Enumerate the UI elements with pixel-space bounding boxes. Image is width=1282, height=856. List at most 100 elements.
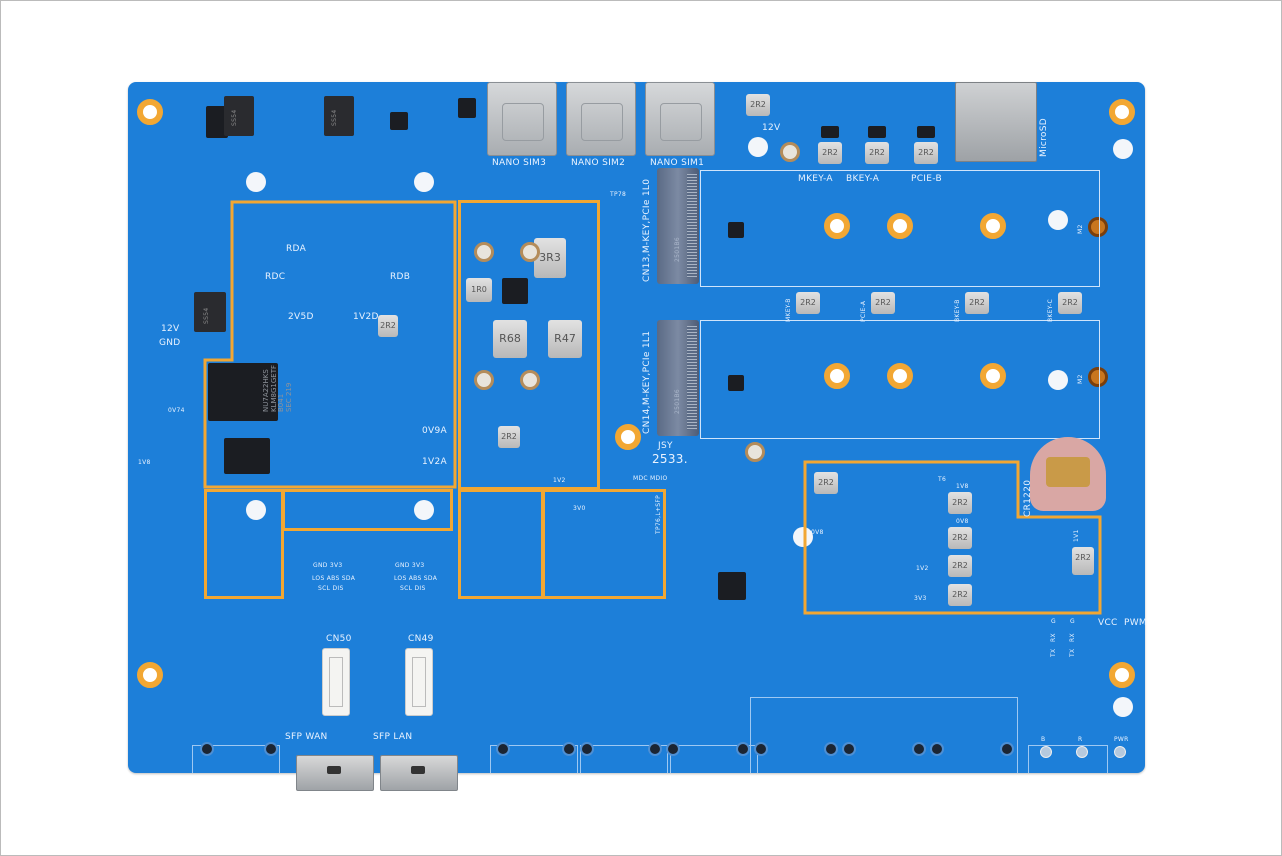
port-pin	[1000, 742, 1014, 756]
label-bkey-c: BKEY-C	[1047, 299, 1054, 322]
port-pin	[562, 742, 576, 756]
via-hole	[1113, 697, 1133, 717]
cr1220-battery-holder	[1030, 437, 1106, 511]
port-pin	[200, 742, 214, 756]
label-gnd-in: GND	[159, 338, 181, 348]
screw	[745, 442, 765, 462]
emmc-chip	[208, 363, 278, 421]
ethernet-port[interactable]	[1028, 745, 1108, 773]
ethernet-port[interactable]	[490, 745, 578, 773]
label-1v8: 1V8	[138, 459, 151, 466]
label-vcc: VCC	[1098, 618, 1118, 628]
m2-connector-cn14[interactable]	[657, 320, 699, 436]
power-shield	[458, 200, 600, 490]
nano-sim1-slot[interactable]	[645, 82, 715, 156]
sfp-wan-port[interactable]	[296, 755, 374, 791]
inductor: 2R2	[1072, 547, 1094, 575]
ethernet-port[interactable]	[192, 745, 280, 773]
cn49-connector[interactable]	[405, 648, 433, 716]
regulator-ic	[502, 278, 528, 304]
label-sfp-wan: SFP WAN	[285, 732, 328, 742]
label-rx: RX	[1050, 633, 1057, 642]
ic	[458, 98, 476, 118]
label-0v8: 0V8	[811, 529, 824, 536]
label-mdio: MDIO	[650, 475, 668, 482]
ic	[728, 375, 744, 391]
label-los-abs-sda: LOS ABS SDA	[394, 575, 438, 582]
label-1v2a: 1V2A	[422, 457, 447, 467]
screw	[520, 370, 540, 390]
label-m2: M2	[1077, 224, 1084, 234]
label-led-pwr: PWR	[1114, 736, 1129, 743]
via-hole	[1048, 210, 1068, 230]
label-pwm: PWM	[1124, 618, 1147, 628]
label-bkey-a: BKEY-A	[846, 174, 880, 184]
via-hole	[793, 527, 813, 547]
ic	[728, 222, 744, 238]
port-pin	[930, 742, 944, 756]
ethernet-port[interactable]	[670, 745, 758, 773]
label-gnd-3v3: GND 3V3	[395, 562, 425, 569]
m2-standoff-screw	[1088, 217, 1108, 237]
shield-outlines	[203, 200, 1102, 615]
label-bkey-b: BKEY-B	[954, 299, 961, 322]
ic	[390, 112, 408, 130]
label-tx: TX	[1069, 648, 1076, 657]
label-0v9a: 0V9A	[422, 426, 447, 436]
label-nano-sim1: NANO SIM1	[650, 158, 705, 168]
m2-connector-cn13[interactable]	[657, 168, 699, 284]
label-0v8: 0V8	[956, 518, 969, 525]
label-tp78: TP78	[610, 191, 627, 198]
memory-chip	[224, 438, 270, 474]
nano-sim3-slot[interactable]	[487, 82, 557, 156]
screw	[474, 242, 494, 262]
label-mkey-b: MKEY-B	[785, 298, 792, 322]
inductor: 2R2	[746, 94, 770, 116]
microsd-slot[interactable]	[955, 82, 1037, 162]
label-scl-dis: SCL DIS	[400, 585, 426, 592]
inductor: 2R2	[378, 315, 398, 337]
inductor: 2R2	[965, 292, 989, 314]
ethernet-port[interactable]	[580, 745, 668, 773]
pcb-board: NANO SIM3 NANO SIM2 NANO SIM1 2R2 12V 2R…	[128, 82, 1147, 791]
label-0v74: 0V74	[168, 407, 185, 414]
via-hole	[414, 172, 434, 192]
port-pin	[824, 742, 838, 756]
label-rx: RX	[1069, 633, 1076, 642]
nano-sim2-slot[interactable]	[566, 82, 636, 156]
port-pin	[754, 742, 768, 756]
inductor: 2R2	[1058, 292, 1082, 314]
port-pin	[648, 742, 662, 756]
label-1v8: 1V8	[956, 483, 969, 490]
label-ss54: SS54	[331, 109, 338, 126]
via-hole	[748, 137, 768, 157]
inductor: 2R2	[914, 142, 938, 164]
label-gnd-3v3: GND 3V3	[313, 562, 343, 569]
port-pin	[912, 742, 926, 756]
label-rdc: RDC	[265, 272, 286, 282]
label-m2: M2	[1077, 374, 1084, 384]
label-cr1220: CR1220	[1023, 479, 1033, 517]
m2-standoff-hole	[824, 363, 850, 389]
port-pin	[580, 742, 594, 756]
inductor: 2R2	[818, 142, 842, 164]
label-led-r: R	[1078, 736, 1083, 743]
ic	[206, 106, 228, 138]
label-nano-sim3: NANO SIM3	[492, 158, 547, 168]
ethernet-port-group[interactable]	[750, 697, 1018, 773]
label-1v2d: 1V2D	[353, 312, 379, 322]
mounting-hole	[1109, 662, 1135, 688]
sfp-lan-port[interactable]	[380, 755, 458, 791]
label-ss54: SS54	[203, 307, 210, 324]
ic	[718, 572, 746, 600]
m2-standoff-hole	[980, 213, 1006, 239]
cn50-connector[interactable]	[322, 648, 350, 716]
inductor-3r3: 3R3	[534, 238, 566, 278]
ic	[821, 126, 839, 138]
inductor: 2R2	[948, 584, 972, 606]
label-pcie-b: PCIE-B	[911, 174, 942, 184]
label-ss54: SS54	[231, 109, 238, 126]
label-jsy: JSY	[658, 441, 673, 451]
mounting-hole	[137, 99, 163, 125]
inductor-r47: R47	[548, 320, 582, 358]
